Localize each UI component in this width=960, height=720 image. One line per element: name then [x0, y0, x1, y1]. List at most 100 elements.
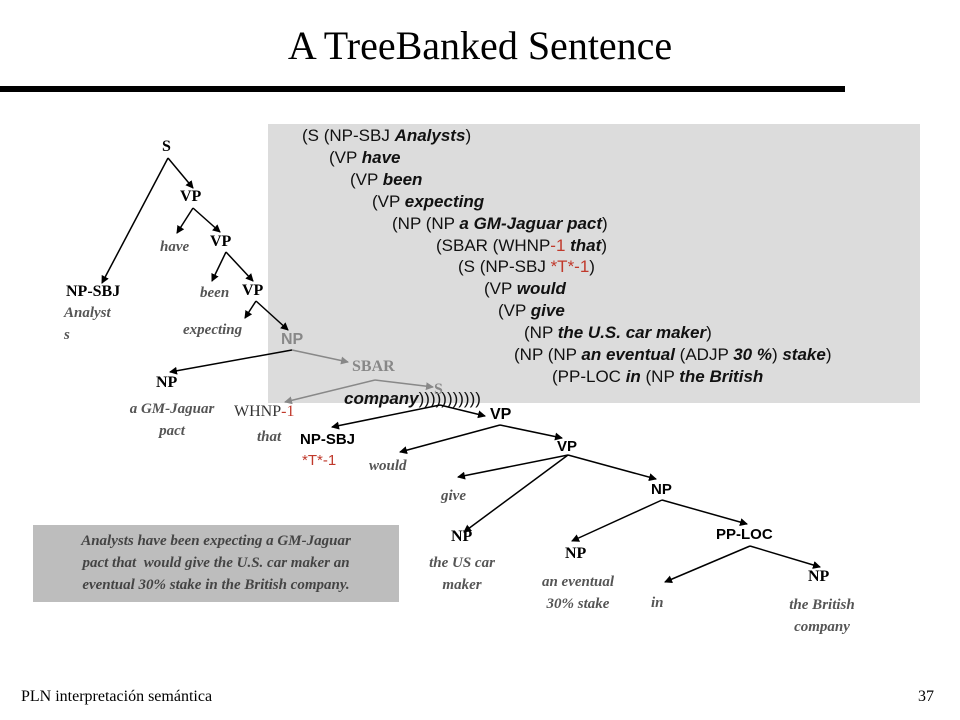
node-np-mid: NP [651, 481, 672, 498]
node-np-car: NP [451, 528, 473, 545]
bracket-token: (PP-LOC [552, 366, 626, 386]
bracket-token: ) [771, 345, 783, 364]
node-np-sbj-2: NP-SBJ [300, 431, 356, 448]
footer-course: PLN interpretación semántica [21, 688, 213, 705]
node-s-embedded: S [434, 381, 443, 398]
bracket-token: (SBAR (WHNP [436, 235, 551, 255]
bracket-token: (S (NP-SBJ [302, 126, 395, 145]
word-in: in [651, 595, 664, 611]
node-vp-1: VP [180, 188, 202, 205]
bracket-token: (VP [498, 301, 531, 321]
word-eventual-stake: an eventual 30% stake [541, 574, 615, 612]
word-give: give [441, 488, 466, 504]
whnp-label: WHNP-1 [234, 403, 295, 420]
slide-title: A TreeBanked Sentence [287, 23, 673, 68]
bracket-token: -1 [550, 235, 566, 255]
edge-vp4-would [399, 424, 501, 455]
bracket-token: (NP (NP [392, 213, 460, 233]
word-would: would [369, 458, 407, 474]
node-whnp: WHNP-1 [234, 403, 294, 421]
node-vp-2: VP [210, 233, 232, 250]
bracket-word: a GM-Jaguar pact [459, 213, 603, 233]
word-gm-jaguar-pact: a GM-Jaguar pact [129, 401, 215, 439]
edge-np-npgm [169, 349, 293, 375]
bracket-line: (PP-LOC in (NP the British [552, 367, 763, 387]
bracket-line: (S (NP-SBJ *T*-1) [458, 257, 595, 277]
whnp-index: -1 [281, 403, 295, 420]
bracket-word: Analysts [394, 126, 466, 145]
edge-s-npsbj [101, 157, 169, 284]
node-vp-5: VP [557, 438, 578, 455]
edge-vp5-npcar [463, 454, 569, 533]
bracket-token: ))))))))))) [418, 388, 481, 408]
bracket-line: (VP have [329, 148, 401, 168]
bracket-token: ) [465, 126, 472, 145]
node-vp-4: VP [490, 406, 512, 423]
node-np-object: NP [281, 331, 304, 348]
bracket-line: (VP been [350, 170, 422, 190]
edge-vp5-give [457, 454, 569, 480]
edge-s2-npsbj2 [331, 404, 441, 430]
bracket-token: *T*-1 [550, 257, 590, 277]
bracketed-parse-panel [268, 124, 920, 403]
word-british-company: the British company [789, 597, 855, 635]
bracket-word: the British [679, 366, 764, 386]
bracket-word: in [625, 366, 641, 386]
edge-vp5-npmid [567, 454, 657, 482]
bracket-token: (NP [640, 366, 680, 386]
edge-vp-vp2 [192, 207, 221, 233]
word-analysts: Analyst s [64, 305, 111, 343]
word-that: that [257, 429, 282, 445]
edge-vp2-vp3 [225, 251, 254, 282]
bracket-line: (NP the U.S. car maker) [524, 323, 712, 343]
bracket-word: been [382, 169, 423, 189]
bracket-word: stake [782, 345, 826, 364]
edge-pploc-in [664, 545, 751, 583]
bracket-word: the U.S. car maker [557, 323, 707, 343]
sentence-summary-box: Analysts have been expecting a GM-Jaguar… [33, 525, 399, 602]
bracket-word: have [361, 147, 401, 167]
node-pp-loc: PP-LOC [716, 526, 773, 543]
word-have: have [160, 239, 190, 255]
edge-vp3-np [255, 300, 289, 331]
edge-vp2-been [211, 251, 227, 282]
node-sbar: SBAR [352, 358, 395, 375]
edge-vp3-expecting [244, 300, 257, 319]
node-trace: *T*-1 [302, 452, 337, 469]
bracket-line: (VP expecting [372, 192, 484, 212]
bracket-word: 30 % [733, 345, 772, 364]
word-car-maker: the US car maker [429, 555, 495, 593]
bracket-token: (NP [524, 323, 558, 343]
bracket-line: (SBAR (WHNP-1 that) [436, 236, 607, 256]
node-np-gm: NP [156, 374, 178, 391]
bracket-token: ) [602, 213, 608, 233]
node-s: S [162, 138, 171, 155]
page-number: 37 [918, 688, 934, 705]
edge-s2-vp4 [439, 404, 486, 419]
edge-sbar-s2 [374, 379, 434, 391]
word-expecting: expecting [183, 322, 243, 338]
bracket-word: would [516, 279, 566, 299]
bracket-line: (VP give [498, 301, 565, 321]
bracket-token: (NP (NP [514, 345, 582, 364]
bracket-word: an eventual [581, 345, 675, 364]
bracket-line: (S (NP-SBJ Analysts) [302, 126, 471, 146]
bracket-token: (VP [329, 147, 362, 167]
bracket-token: ) [601, 235, 607, 255]
bracket-token: (VP [372, 191, 405, 211]
bracket-line: (VP would [484, 279, 566, 299]
edge-vp-have [176, 207, 194, 234]
edge-npmid-pploc [661, 499, 748, 526]
word-been: been [200, 285, 230, 301]
node-np-british: NP [808, 568, 830, 585]
edge-npmid-npstake [571, 499, 663, 542]
node-np-sbj: NP-SBJ [66, 283, 121, 300]
edge-s-vp [167, 157, 194, 189]
bracket-token: (VP [484, 279, 517, 299]
bracket-line: (NP (NP a GM-Jaguar pact) [392, 214, 608, 234]
edge-pploc-npbrit [749, 545, 821, 569]
bracket-word: expecting [404, 191, 485, 211]
edge-sbar-whnp [284, 379, 376, 405]
bracket-token: ) [589, 257, 595, 277]
